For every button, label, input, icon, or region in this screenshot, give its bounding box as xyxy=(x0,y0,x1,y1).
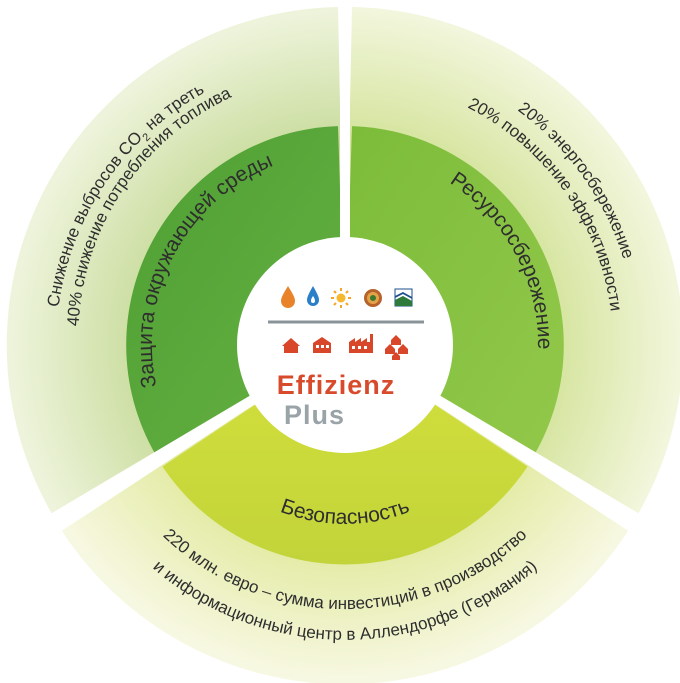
brand-line-1: Effizienz xyxy=(277,370,396,400)
house-icon xyxy=(282,338,300,353)
biomass-icon xyxy=(364,289,382,307)
brand-line-2: Plus xyxy=(284,400,345,430)
inner-segment-security xyxy=(162,345,528,565)
district-icon xyxy=(385,335,408,360)
icon-row-bottom xyxy=(282,334,408,360)
icon-row-top xyxy=(281,286,413,308)
oil-drop-icon xyxy=(281,286,295,308)
sun-icon xyxy=(331,288,351,308)
apartment-icon xyxy=(313,337,331,353)
gas-flame-icon xyxy=(307,286,319,306)
factory-icon xyxy=(349,334,373,353)
heat-pump-icon xyxy=(394,288,413,307)
